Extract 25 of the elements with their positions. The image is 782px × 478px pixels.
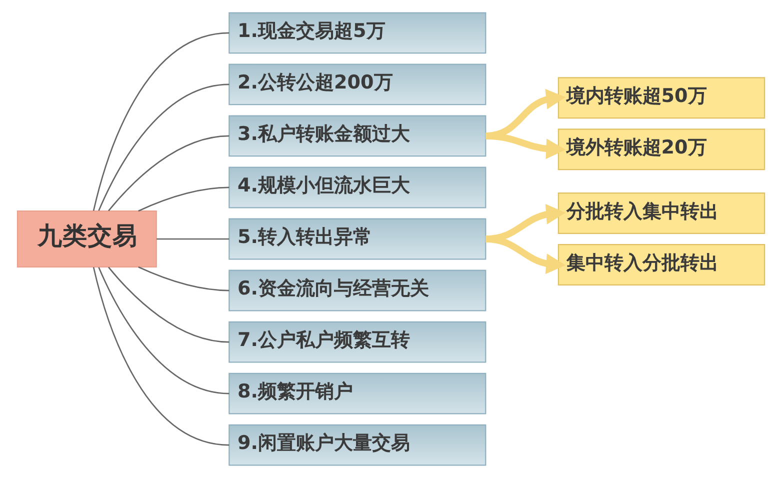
node-box: 1.现金交易超5万 bbox=[228, 12, 486, 54]
node-box: 境内转账超50万 bbox=[558, 77, 766, 119]
node-box: 5.转入转出异常 bbox=[228, 218, 486, 260]
connector bbox=[92, 267, 230, 446]
connector bbox=[98, 84, 230, 211]
connector bbox=[138, 186, 230, 212]
node-box: 7.公户私户频繁互转 bbox=[228, 321, 486, 363]
arrow bbox=[486, 132, 566, 160]
connector bbox=[138, 266, 230, 292]
connector bbox=[98, 267, 230, 394]
node-box: 9.闲置账户大量交易 bbox=[228, 424, 486, 466]
node-box: 境外转账超20万 bbox=[558, 128, 766, 170]
node-box: 集中转入分批转出 bbox=[558, 244, 766, 286]
arrow bbox=[485, 236, 566, 274]
connector bbox=[156, 238, 230, 240]
node-box: 分批转入集中转出 bbox=[558, 192, 766, 234]
node-box: 2.公转公超200万 bbox=[228, 64, 486, 106]
connector bbox=[92, 32, 230, 211]
connector bbox=[108, 135, 230, 212]
node-box: 3.私户转账金额过大 bbox=[228, 115, 486, 157]
node-box: 4.规模小但流水巨大 bbox=[228, 166, 486, 208]
connector bbox=[108, 266, 230, 343]
node-box: 九类交易 bbox=[16, 210, 157, 268]
node-box: 8.频繁开销户 bbox=[228, 372, 486, 414]
node-box: 6.资金流向与经营无关 bbox=[228, 270, 486, 312]
